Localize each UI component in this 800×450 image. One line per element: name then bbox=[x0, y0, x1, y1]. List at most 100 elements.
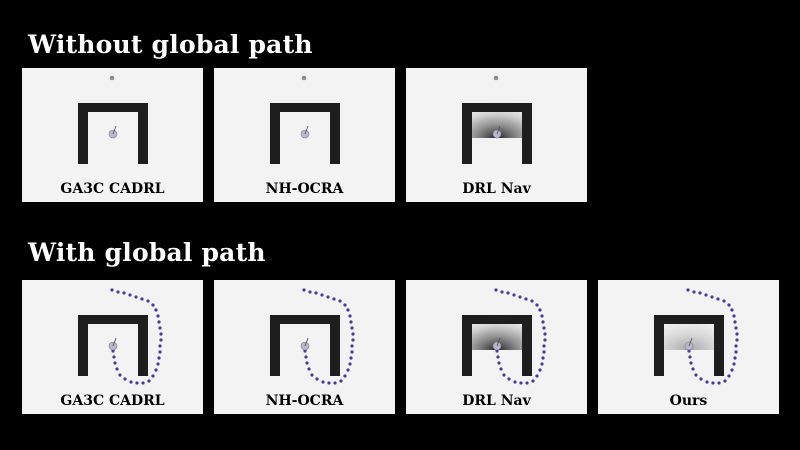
path-waypoint-icon bbox=[315, 377, 319, 381]
scene-canvas bbox=[78, 75, 148, 164]
path-waypoint-icon bbox=[350, 326, 354, 330]
path-waypoint-icon bbox=[158, 326, 162, 330]
agent-heading-icon bbox=[496, 125, 501, 135]
wall-left bbox=[462, 315, 472, 376]
panel-label: GA3C CADRL bbox=[60, 393, 165, 409]
path-waypoint-icon bbox=[158, 350, 162, 354]
path-waypoint-icon bbox=[689, 361, 693, 365]
wall-left bbox=[78, 103, 88, 164]
path-waypoint-icon bbox=[116, 290, 120, 294]
path-waypoint-icon bbox=[730, 368, 734, 372]
wall-right bbox=[138, 315, 148, 376]
goal-marker-icon bbox=[493, 75, 499, 81]
path-waypoint-icon bbox=[327, 381, 331, 385]
path-waypoint-icon bbox=[542, 344, 546, 348]
path-waypoint-icon bbox=[343, 374, 347, 378]
path-waypoint-icon bbox=[338, 299, 342, 303]
path-waypoint-icon bbox=[519, 381, 523, 385]
path-waypoint-icon bbox=[732, 362, 736, 366]
panel-label: Ours bbox=[669, 393, 708, 409]
path-waypoint-icon bbox=[343, 303, 347, 307]
path-waypoint-icon bbox=[123, 377, 127, 381]
path-waypoint-icon bbox=[694, 373, 698, 377]
path-waypoint-icon bbox=[304, 355, 308, 359]
path-waypoint-icon bbox=[122, 291, 126, 295]
path-waypoint-icon bbox=[159, 332, 163, 336]
panel-with-ours: Ours bbox=[598, 280, 779, 414]
wall-left bbox=[270, 103, 280, 164]
path-waypoint-icon bbox=[348, 362, 352, 366]
wall-top bbox=[78, 103, 148, 112]
path-waypoint-icon bbox=[512, 293, 516, 297]
wall-left bbox=[270, 315, 280, 376]
path-waypoint-icon bbox=[506, 291, 510, 295]
path-waypoint-icon bbox=[542, 326, 546, 330]
path-waypoint-icon bbox=[110, 288, 114, 292]
path-waypoint-icon bbox=[541, 356, 545, 360]
path-waypoint-icon bbox=[134, 295, 138, 299]
path-waypoint-icon bbox=[158, 344, 162, 348]
path-waypoint-icon bbox=[691, 367, 695, 371]
path-waypoint-icon bbox=[307, 367, 311, 371]
path-waypoint-icon bbox=[494, 288, 498, 292]
panel-label: NH-OCRA bbox=[265, 393, 344, 409]
path-waypoint-icon bbox=[734, 326, 738, 330]
path-waypoint-icon bbox=[115, 367, 119, 371]
path-waypoint-icon bbox=[146, 299, 150, 303]
path-waypoint-icon bbox=[540, 362, 544, 366]
wall-top bbox=[78, 315, 148, 324]
panel-without-ga3c-cadrl: GA3C CADRL bbox=[22, 68, 203, 202]
scene-canvas bbox=[270, 75, 340, 164]
path-waypoint-icon bbox=[735, 338, 739, 342]
path-waypoint-icon bbox=[499, 367, 503, 371]
path-waypoint-icon bbox=[151, 303, 155, 307]
path-waypoint-icon bbox=[333, 381, 337, 385]
wall-top bbox=[654, 315, 724, 324]
panel-label: DRL Nav bbox=[462, 181, 531, 197]
path-waypoint-icon bbox=[711, 381, 715, 385]
path-waypoint-icon bbox=[686, 288, 690, 292]
panel-with-nh-ocra: NH-OCRA bbox=[214, 280, 395, 414]
path-waypoint-icon bbox=[339, 379, 343, 383]
path-waypoint-icon bbox=[332, 297, 336, 301]
path-waypoint-icon bbox=[159, 338, 163, 342]
wall-top bbox=[270, 103, 340, 112]
path-waypoint-icon bbox=[157, 356, 161, 360]
path-waypoint-icon bbox=[500, 290, 504, 294]
wall-right bbox=[522, 315, 532, 376]
path-waypoint-icon bbox=[321, 380, 325, 384]
path-waypoint-icon bbox=[734, 350, 738, 354]
path-waypoint-icon bbox=[326, 295, 330, 299]
path-waypoint-icon bbox=[350, 344, 354, 348]
path-waypoint-icon bbox=[705, 380, 709, 384]
path-waypoint-icon bbox=[156, 362, 160, 366]
path-waypoint-icon bbox=[151, 374, 155, 378]
path-waypoint-icon bbox=[543, 338, 547, 342]
path-waypoint-icon bbox=[308, 290, 312, 294]
path-waypoint-icon bbox=[699, 377, 703, 381]
wall-left bbox=[654, 315, 664, 376]
path-waypoint-icon bbox=[732, 314, 736, 318]
path-waypoint-icon bbox=[507, 377, 511, 381]
path-waypoint-icon bbox=[538, 308, 542, 312]
path-waypoint-icon bbox=[135, 381, 139, 385]
scene-canvas bbox=[462, 75, 532, 164]
panel-with-ga3c-cadrl: GA3C CADRL bbox=[22, 280, 203, 414]
path-waypoint-icon bbox=[734, 344, 738, 348]
path-waypoint-icon bbox=[147, 379, 151, 383]
path-waypoint-icon bbox=[156, 314, 160, 318]
path-waypoint-icon bbox=[733, 356, 737, 360]
path-waypoint-icon bbox=[154, 308, 158, 312]
panel-label: NH-OCRA bbox=[265, 181, 344, 197]
wall-right bbox=[330, 103, 340, 164]
path-waypoint-icon bbox=[518, 295, 522, 299]
scene-canvas bbox=[270, 288, 355, 385]
path-waypoint-icon bbox=[710, 295, 714, 299]
path-waypoint-icon bbox=[496, 355, 500, 359]
path-waypoint-icon bbox=[525, 381, 529, 385]
agent-heading-icon bbox=[112, 125, 117, 135]
path-waypoint-icon bbox=[698, 291, 702, 295]
path-waypoint-icon bbox=[118, 373, 122, 377]
path-waypoint-icon bbox=[538, 368, 542, 372]
wall-right bbox=[330, 315, 340, 376]
